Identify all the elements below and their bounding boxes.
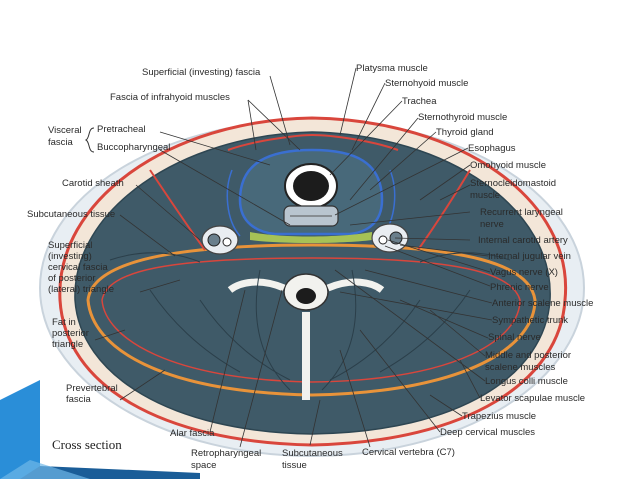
left-carotid-sheath xyxy=(201,225,239,255)
label-prevertebral-2: fascia xyxy=(66,394,91,405)
label-fat-3: triangle xyxy=(52,339,84,350)
label-superficial-investing-fascia: Superficial (investing) fascia xyxy=(142,67,261,78)
label-internal-carotid: Internal carotid artery xyxy=(478,235,568,246)
label-superficial-cervical-3: cervical fascia xyxy=(48,262,108,273)
label-thyroid-gland: Thyroid gland xyxy=(436,127,494,138)
label-trachea: Trachea xyxy=(402,96,437,107)
slide-corner-decoration xyxy=(0,380,200,479)
label-recurrent-laryngeal-1: Recurrent laryngeal xyxy=(480,207,563,218)
right-carotid-sheath xyxy=(371,223,409,253)
label-pretracheal: Pretracheal xyxy=(97,124,146,135)
label-omohyoid: Omohyoid muscle xyxy=(470,160,547,171)
label-subcutaneous-tissue: Subcutaneous tissue xyxy=(27,209,116,220)
label-alar-fascia: Alar fascia xyxy=(170,428,215,439)
label-fat-1: Fat in xyxy=(52,317,76,328)
label-internal-jugular: Internal jugular vein xyxy=(488,251,571,262)
label-vagus: Vagus nerve (X) xyxy=(490,267,558,278)
label-sternocleidomastoid-2: muscle xyxy=(470,190,501,201)
label-superficial-cervical-1: Superficial xyxy=(48,240,93,251)
label-fat-2: posterior xyxy=(52,328,89,339)
label-trapezius: Trapezius muscle xyxy=(462,411,537,422)
prevertebral-fascia-outline xyxy=(86,243,537,397)
label-subcutaneous-bottom-1: Subcutaneous xyxy=(282,448,343,459)
label-carotid-sheath: Carotid sheath xyxy=(62,178,124,189)
label-sternohyoid: Sternohyoid muscle xyxy=(385,78,469,89)
label-superficial-cervical-2: (investing) xyxy=(48,251,92,262)
label-retropharyngeal-2: space xyxy=(191,460,217,471)
label-deep-cervical: Deep cervical muscles xyxy=(440,427,536,438)
label-cervical-vertebra: Cervical vertebra (C7) xyxy=(362,447,455,458)
label-buccopharyngeal: Buccopharyngeal xyxy=(97,142,171,153)
label-prevertebral-1: Prevertebral xyxy=(66,383,118,394)
label-subcutaneous-bottom-2: tissue xyxy=(282,460,307,471)
label-spinal-nerve: Spinal nerve xyxy=(488,332,541,343)
label-superficial-cervical-4: of posterior xyxy=(48,273,96,284)
label-retropharyngeal-1: Retropharyngeal xyxy=(191,448,262,459)
label-sternothyroid: Sternothyroid muscle xyxy=(418,112,508,123)
label-platysma: Platysma muscle xyxy=(356,63,428,74)
label-visceral: Visceral xyxy=(48,125,82,136)
label-esophagus: Esophagus xyxy=(468,143,516,154)
label-middle-posterior-1: Middle and posterior xyxy=(485,350,572,361)
retropharyngeal-band xyxy=(250,232,372,243)
label-sympathetic-trunk: Sympathetic trunk xyxy=(492,315,569,326)
label-anterior-scalene: Anterior scalene muscle xyxy=(492,298,594,309)
label-longus-colli: Longus colli muscle xyxy=(485,376,568,387)
figure-caption: Cross section xyxy=(52,437,122,452)
cervical-vertebra xyxy=(227,273,385,400)
label-fascia-infrahyoid: Fascia of infrahyoid muscles xyxy=(110,92,230,103)
label-phrenic: Phrenic nerve xyxy=(490,282,549,293)
label-middle-posterior-2: scalene muscles xyxy=(485,362,556,373)
label-recurrent-laryngeal-2: nerve xyxy=(480,219,504,230)
label-sternocleidomastoid-1: Sternocleidomastoid xyxy=(470,178,557,189)
inner-fascia xyxy=(101,257,521,383)
label-visceral-fascia: fascia xyxy=(48,137,73,148)
label-superficial-cervical-5: (lateral) triangle xyxy=(48,284,114,295)
label-levator-scapulae: Levator scapulae muscle xyxy=(480,393,586,404)
